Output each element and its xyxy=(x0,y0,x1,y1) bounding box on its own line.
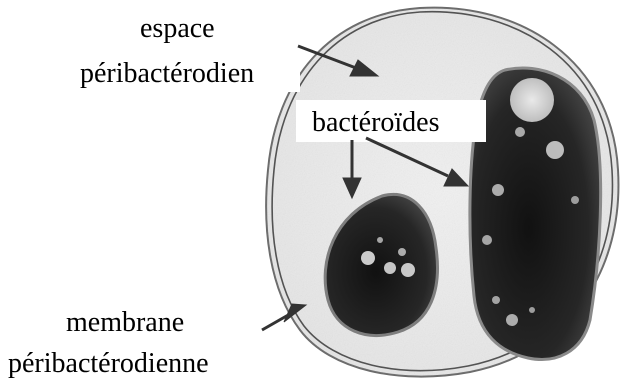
label-bacteroides: bactéroïdes xyxy=(312,107,440,139)
granule xyxy=(571,196,579,204)
granule xyxy=(377,237,383,243)
granule xyxy=(492,184,504,196)
bacteroid-elongated xyxy=(470,68,601,359)
granule xyxy=(546,141,564,159)
granule xyxy=(398,248,406,256)
vacuole xyxy=(510,78,554,122)
granule xyxy=(492,296,500,304)
label-espace-line1: espace xyxy=(140,13,215,45)
granule xyxy=(506,314,518,326)
granule xyxy=(529,307,535,313)
label-membrane-line1: membrane xyxy=(66,307,184,339)
label-espace-line2: péribactérodien xyxy=(80,58,254,90)
label-backdrop xyxy=(248,48,300,92)
arrow-membrane xyxy=(262,314,290,330)
granule xyxy=(384,262,396,274)
granule xyxy=(482,235,492,245)
granule xyxy=(401,263,415,277)
granule xyxy=(515,127,525,137)
granule xyxy=(361,251,375,265)
label-membrane-line2: péribactérodienne xyxy=(8,348,209,380)
